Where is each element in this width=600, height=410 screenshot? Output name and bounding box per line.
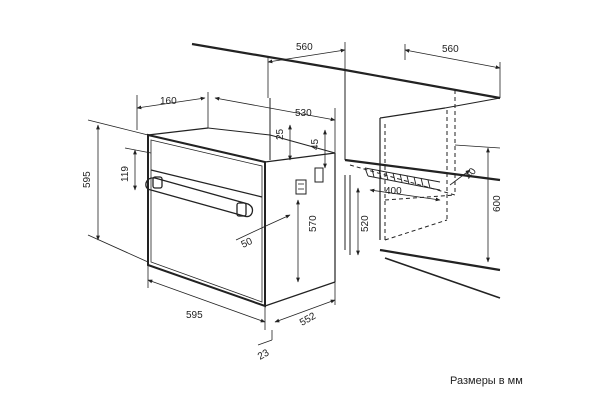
dim-niche-depth-top: 560 bbox=[442, 44, 459, 55]
dim-body-depth: 530 bbox=[295, 108, 312, 119]
dim-handle-offset: 50 bbox=[240, 236, 255, 251]
oven-handle bbox=[145, 176, 254, 218]
dim-body-height: 570 bbox=[308, 215, 319, 232]
dim-panel-depth: 160 bbox=[160, 96, 177, 107]
dim-panel-offset: 45 bbox=[310, 138, 321, 150]
dimension-lines bbox=[87, 42, 501, 346]
units-note: Размеры в мм bbox=[450, 375, 523, 387]
dim-niche-height-max: 600 bbox=[492, 195, 503, 212]
cabinet-niche bbox=[191, 42, 501, 299]
dim-front-thickness: 23 bbox=[256, 347, 272, 362]
dim-niche-height-min: 520 bbox=[360, 215, 371, 232]
dim-front-height: 595 bbox=[82, 171, 93, 188]
dim-vent-depth: 40 bbox=[463, 166, 479, 182]
dim-front-width: 595 bbox=[186, 310, 203, 321]
dim-panel-height: 119 bbox=[120, 166, 131, 182]
dim-vent-width: 400 bbox=[385, 186, 402, 197]
dim-top-gap: 25 bbox=[275, 128, 286, 140]
dim-oven-depth-top: 560 bbox=[296, 42, 313, 53]
dim-body-width: 552 bbox=[298, 311, 318, 329]
